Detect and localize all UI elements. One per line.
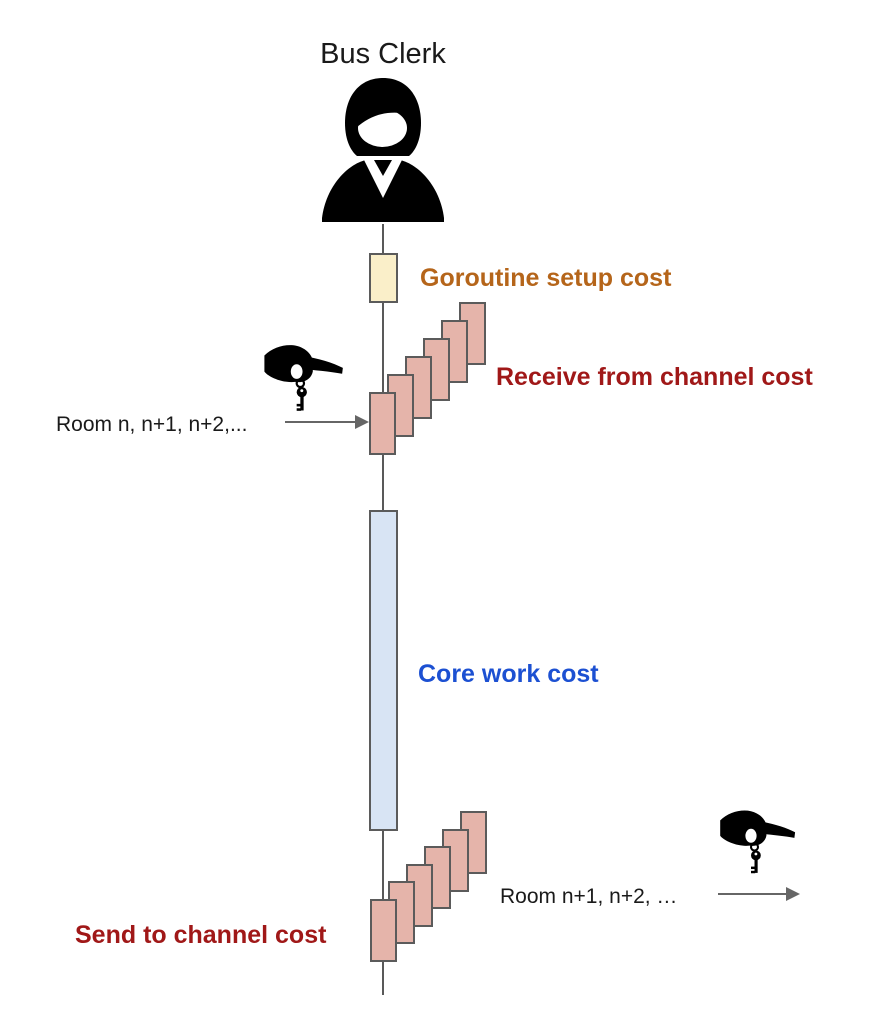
incoming-arrow-line [285, 421, 356, 423]
activation-goroutine-setup [369, 253, 398, 303]
activation-core-work [369, 510, 398, 831]
label-receive-cost: Receive from channel cost [496, 363, 813, 391]
activation-receive [369, 392, 396, 455]
outgoing-rooms-label: Room n+1, n+2, … [500, 885, 678, 908]
actor-title: Bus Clerk [320, 38, 446, 70]
businesswoman-icon [322, 78, 444, 222]
incoming-arrow-head [355, 415, 369, 429]
hand-with-key-icon [720, 810, 796, 874]
incoming-rooms-label: Room n, n+1, n+2,... [56, 413, 248, 436]
outgoing-arrow-line [718, 893, 787, 895]
label-core-work: Core work cost [418, 660, 599, 688]
label-goroutine-setup: Goroutine setup cost [420, 264, 672, 292]
outgoing-arrow-head [786, 887, 800, 901]
hand-with-key-icon [264, 345, 343, 411]
label-send-cost: Send to channel cost [75, 921, 327, 949]
activation-send [370, 899, 397, 962]
